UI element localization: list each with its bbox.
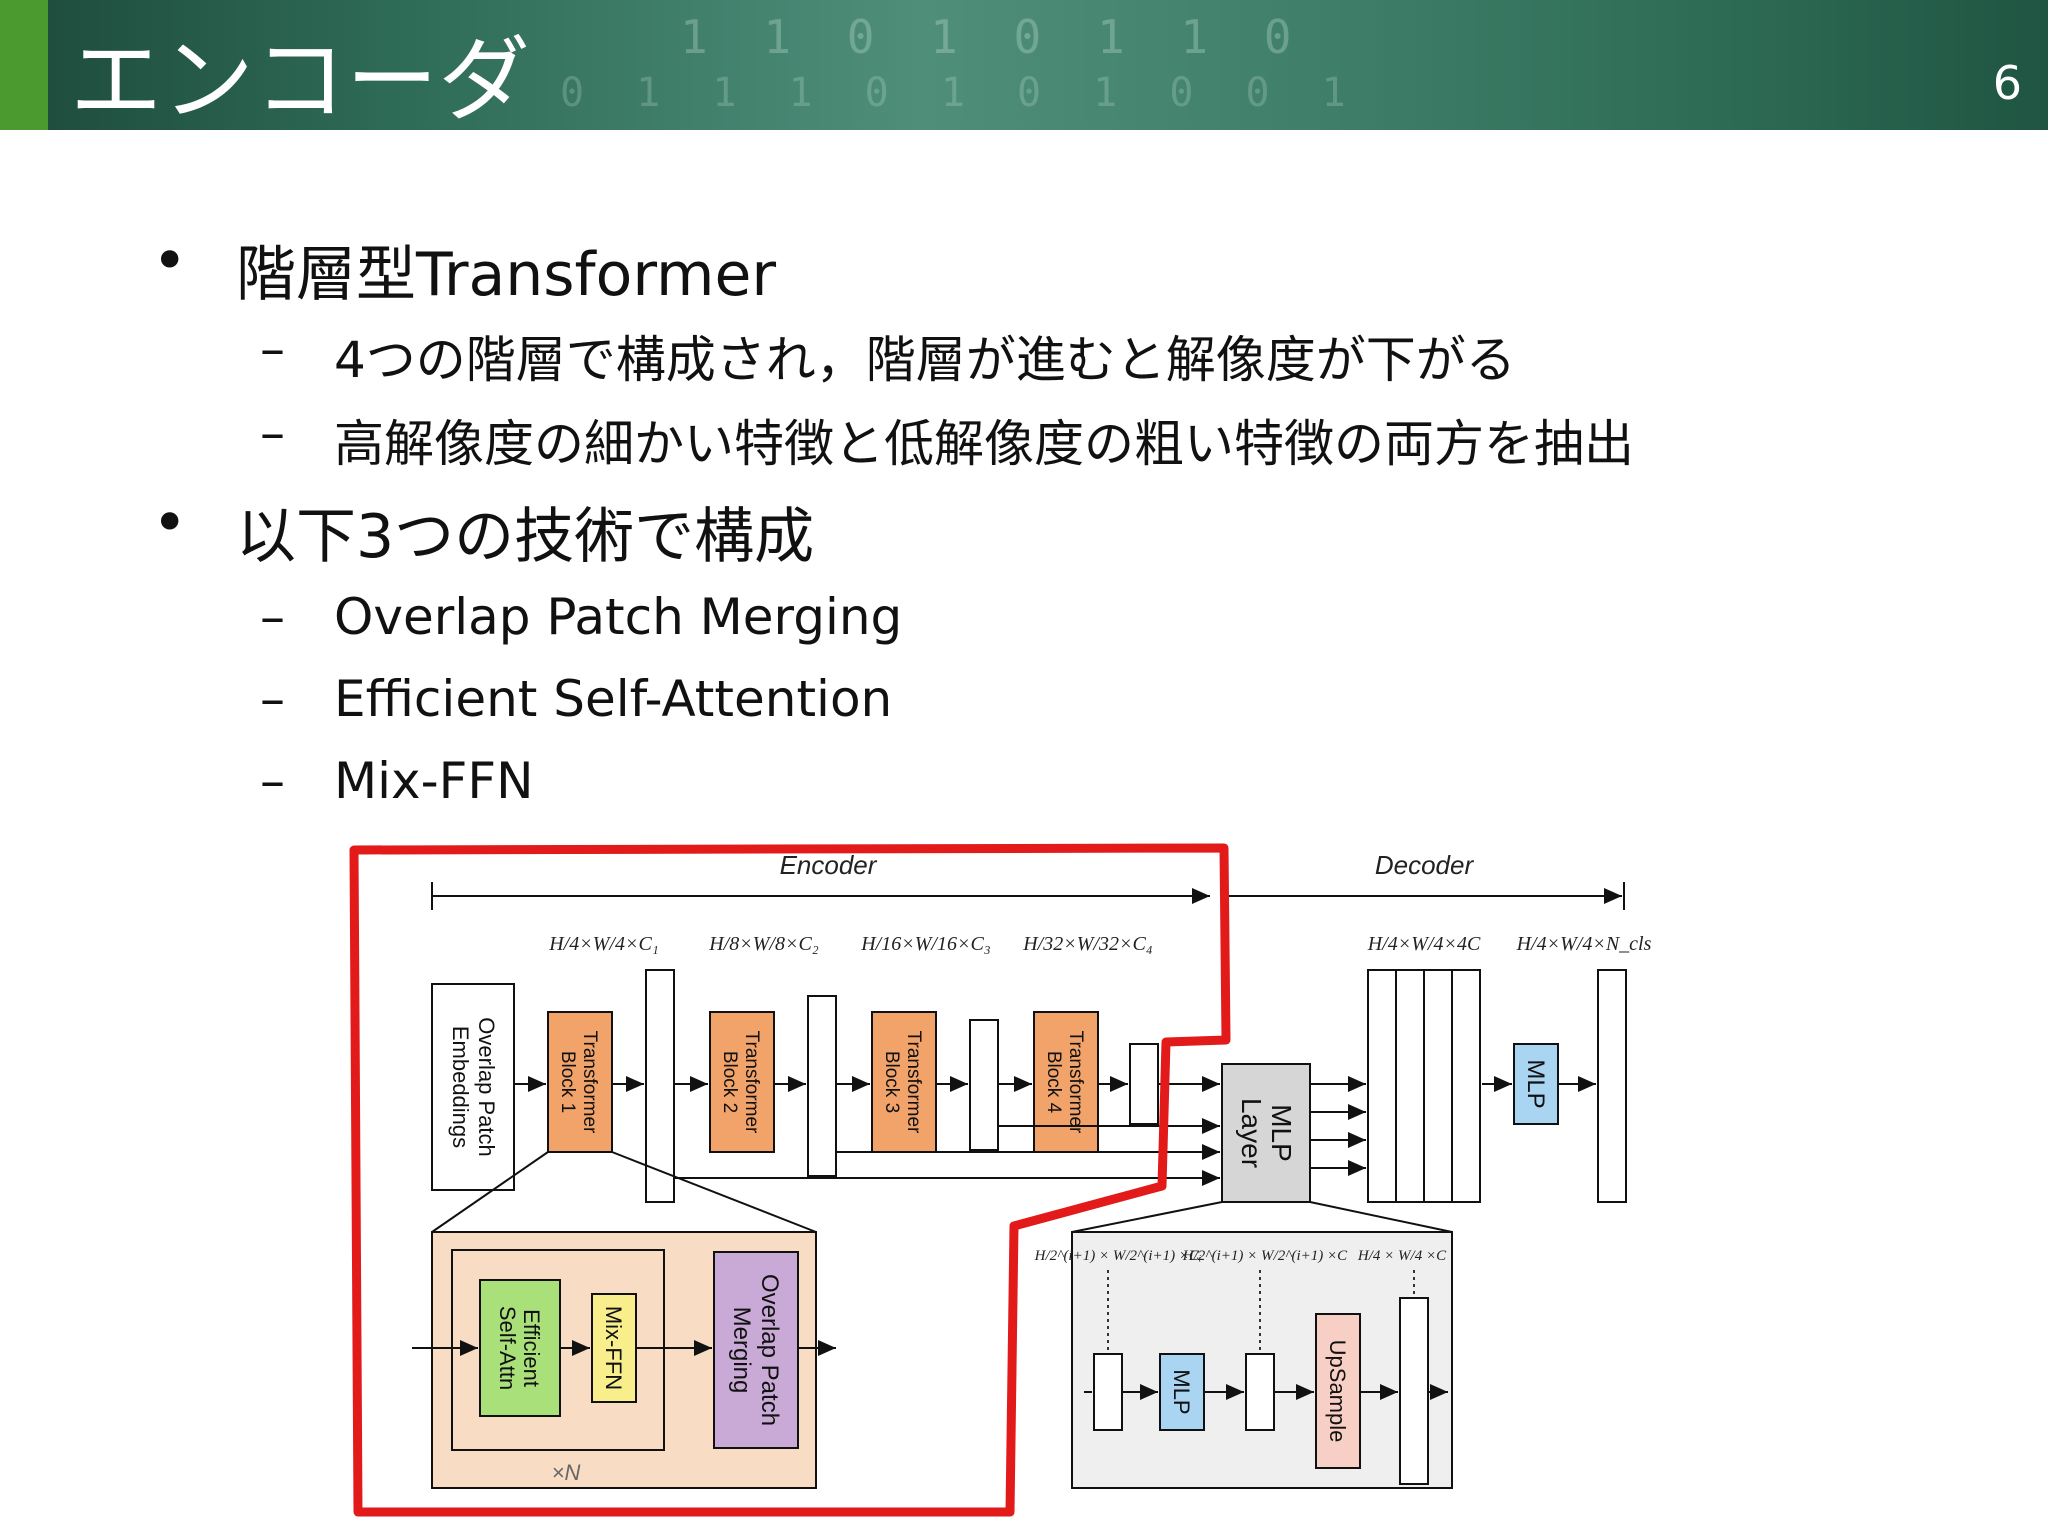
encoder-highlight-outline: [349, 843, 1231, 1517]
opm-label: Merging: [728, 1307, 755, 1394]
decoder-output-map: [1399, 1297, 1429, 1485]
slide-title: エンコーダ: [70, 27, 531, 130]
block-label: Block 1: [557, 1051, 578, 1113]
sub-bullet-item: – 4つの階層で構成され，階層が進むと解像度が下がる: [260, 320, 1516, 392]
encoder-label: Encoder: [780, 850, 878, 880]
bullet-item: • 以下3つの技術で構成: [152, 488, 815, 575]
sub-bullet-item: – Efficient Self-Attention: [260, 670, 893, 728]
transformer-block-4: [1033, 1011, 1099, 1153]
dim-label: H/4×W/4×4C: [1367, 933, 1481, 955]
sub-bullet-text: Efficient Self-Attention: [334, 670, 893, 728]
block-label: Block 4: [1043, 1051, 1064, 1114]
decoder-label: Decoder: [1375, 850, 1475, 880]
mix-ffn-box: [591, 1293, 637, 1403]
embeddings-label: Embeddings: [448, 1026, 473, 1148]
bullet-text: 以下3つの技術で構成: [236, 502, 815, 572]
bullet-text: 階層型Transformer: [236, 240, 777, 310]
segformer-architecture-diagram: Encoder Decoder H/4×W/4×C₁ H/8×W/8×C₂ H/…: [349, 843, 1652, 1517]
block-label: Block 3: [881, 1051, 902, 1113]
dim-label: H/16×W/16×C₃: [860, 933, 991, 955]
bullet-dot: •: [152, 488, 188, 558]
page-number: 6: [1992, 56, 2022, 110]
upsample-label: UpSample: [1325, 1340, 1350, 1443]
bullet-dash: –: [260, 670, 285, 728]
dim-label: H/32×W/32×C₄: [1022, 933, 1153, 955]
block-label: Transformer: [741, 1031, 762, 1134]
block-label: Transformer: [903, 1031, 924, 1134]
block-label: Transformer: [1065, 1031, 1086, 1134]
sub-bullet-text: Overlap Patch Merging: [334, 588, 903, 646]
decoder-detail-mlp-box: [1159, 1353, 1205, 1431]
sub-bullet-item: – Mix-FFN: [260, 752, 534, 810]
transformer-block-3: [871, 1011, 937, 1153]
header-binary-decoration: 1 1 0 1 0 1 1 0: [680, 10, 1306, 64]
bullet-dash: –: [260, 404, 285, 462]
overlap-patch-embeddings-box: [431, 983, 515, 1191]
mlp-layer-label: MLP: [1266, 1104, 1297, 1162]
decoder-input-map: [1093, 1353, 1123, 1431]
decoder-mid-map: [1245, 1353, 1275, 1431]
header-accent-bar: [0, 0, 48, 130]
decoder-dim-label: H/4 × W/4 ×C: [1357, 1248, 1447, 1264]
bullet-dash: –: [260, 588, 285, 646]
sub-bullet-item: – 高解像度の細かい特徴と低解像度の粗い特徴の両方を抽出: [260, 404, 1634, 476]
segmentation-output-map: [1597, 969, 1627, 1203]
decoder-dim-label: H/2^(i+1) × W/2^(i+1) ×Cᵢ: [1034, 1248, 1202, 1264]
mlp-layer-label: Layer: [1236, 1098, 1267, 1168]
esa-label: Efficient: [519, 1309, 544, 1387]
sub-bullet-text: Mix-FFN: [334, 752, 534, 810]
header-binary-decoration: 0 1 1 1 0 1 0 1 0 0 1: [560, 70, 1360, 116]
transformer-block-1: [547, 1011, 613, 1153]
repeat-label: ×N: [552, 1460, 581, 1485]
slide-header: 1 1 0 1 0 1 1 0 0 1 1 1 0 1 0 1 0 0 1 エン…: [0, 0, 2048, 130]
sub-bullet-text: 高解像度の細かい特徴と低解像度の粗い特徴の両方を抽出: [334, 415, 1634, 473]
feature-map-2: [807, 995, 837, 1177]
decoder-mlp-box: [1513, 1043, 1559, 1125]
zoom-line: [1071, 1201, 1223, 1233]
decoder-dim-label: H/2^(i+1) × W/2^(i+1) ×C: [1182, 1248, 1348, 1264]
mlp-layer-box: [1221, 1063, 1311, 1203]
feature-map-1: [645, 969, 675, 1203]
zoom-line: [611, 1151, 817, 1233]
bullet-item: • 階層型Transformer: [152, 226, 777, 313]
transformer-block-detail: [451, 1249, 665, 1451]
zoom-line: [431, 1151, 549, 1233]
mixffn-label: Mix-FFN: [601, 1306, 626, 1390]
sub-bullet-text: 4つの階層で構成され，階層が進むと解像度が下がる: [334, 331, 1516, 389]
esa-label: Self-Attn: [495, 1306, 520, 1390]
decoder-mlp-label: MLP: [1522, 1059, 1549, 1108]
block-label: Transformer: [579, 1031, 600, 1134]
block-label: Block 2: [719, 1051, 740, 1113]
decoder-detail-mlp-label: MLP: [1169, 1369, 1194, 1414]
bullet-dash: –: [260, 320, 285, 378]
bullet-dot: •: [152, 226, 188, 296]
dim-label: H/8×W/8×C₂: [708, 933, 819, 955]
opm-label: Overlap Patch: [756, 1274, 783, 1426]
dim-label: H/4×W/4×C₁: [548, 933, 659, 955]
dim-label: H/4×W/4×N_cls: [1516, 933, 1652, 955]
bullet-dash: –: [260, 752, 285, 810]
transformer-block-2: [709, 1011, 775, 1153]
feature-map-3: [969, 1019, 999, 1151]
embeddings-label: Overlap Patch: [474, 1017, 499, 1156]
sub-bullet-item: – Overlap Patch Merging: [260, 588, 903, 646]
feature-map-4: [1129, 1043, 1159, 1125]
decoder-concat-maps: [1367, 969, 1481, 1203]
overlap-patch-merging-box: [713, 1251, 799, 1449]
zoom-line: [1309, 1201, 1453, 1233]
